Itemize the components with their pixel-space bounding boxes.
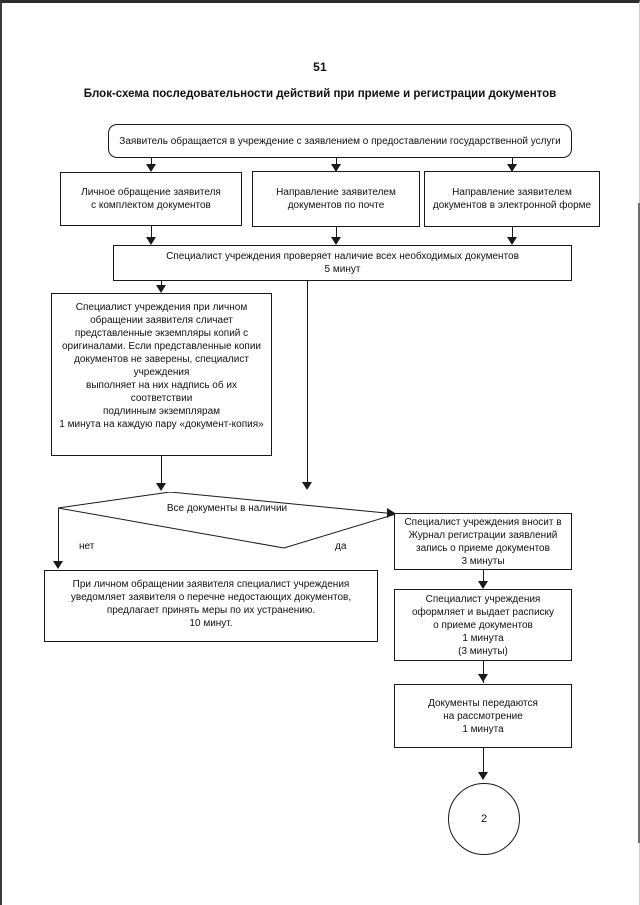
node-check-documents-label: Специалист учреждения проверяет наличие … (166, 251, 519, 275)
node-register-journal-label: Специалист учреждения вносит в Журнал ре… (404, 516, 562, 567)
page-number: 51 (313, 60, 327, 74)
edge-personal-to-check-arrow (146, 237, 156, 245)
edge-check-to-decision-arrow (302, 482, 312, 490)
page-title: Блок-схема последовательности действий п… (83, 88, 557, 100)
node-channel-electronic: Направление заявителем документов в элек… (424, 171, 600, 227)
node-register-journal: Специалист учреждения вносит в Журнал ре… (394, 513, 572, 570)
edge-start-to-personal-arrow (146, 164, 156, 172)
node-issue-receipt-label: Специалист учреждения оформляет и выдает… (411, 593, 555, 657)
edge-check-to-compare-line (161, 281, 162, 288)
edge-personal-to-check-line (151, 226, 152, 240)
edge-start-to-electronic-line (512, 158, 513, 166)
edge-electronic-to-check-arrow (507, 237, 517, 245)
edge-compare-to-decision-line (161, 456, 162, 486)
node-transfer-documents-label: Документы передаются на рассмотрение 1 м… (428, 697, 538, 735)
edge-start-to-personal-line (151, 158, 152, 166)
edge-mail-to-check-line (336, 227, 337, 240)
edge-electronic-to-check-line (512, 227, 513, 240)
node-compare-copies-label: Специалист учреждения при личном обращен… (59, 302, 264, 430)
node-issue-receipt: Специалист учреждения оформляет и выдает… (394, 589, 572, 661)
edge-transfer-to-connector-line (483, 748, 484, 779)
edge-check-to-decision-line (307, 281, 308, 485)
edge-transfer-to-connector-arrow (478, 772, 488, 780)
edge-decision-no-arrow (53, 561, 63, 569)
edge-check-to-compare-arrow (156, 285, 166, 293)
node-connector-next-label: 2 (480, 813, 488, 825)
edge-receipt-to-transfer-line (483, 661, 484, 683)
node-channel-personal: Личное обращение заявителя с комплектом … (60, 172, 242, 226)
node-transfer-documents: Документы передаются на рассмотрение 1 м… (394, 684, 572, 748)
node-start: Заявитель обращается в учреждение с заяв… (108, 124, 572, 158)
edge-label-no: нет (79, 541, 95, 552)
node-decision-all-documents (58, 492, 396, 550)
node-channel-mail-label: Направление заявителем документов по поч… (276, 187, 396, 211)
node-notify-missing-label: При личном обращении заявителя специалис… (70, 579, 352, 629)
edge-compare-to-decision-arrow (156, 483, 166, 491)
node-notify-missing: При личном обращении заявителя специалис… (44, 570, 378, 642)
edge-mail-to-check-arrow (331, 237, 341, 245)
edge-decision-yes-arrow (387, 508, 395, 518)
node-channel-electronic-label: Направление заявителем документов в элек… (432, 187, 592, 211)
edge-decision-no-line (58, 508, 59, 564)
node-start-label: Заявитель обращается в учреждение с заяв… (119, 135, 561, 147)
edge-start-to-mail-line (336, 158, 337, 166)
node-channel-personal-label: Личное обращение заявителя с комплектом … (81, 187, 221, 211)
edge-start-to-electronic-arrow (507, 164, 517, 172)
edge-label-yes: да (335, 541, 347, 552)
edge-receipt-to-transfer-arrow (478, 674, 488, 682)
node-channel-mail: Направление заявителем документов по поч… (252, 171, 420, 227)
node-compare-copies: Специалист учреждения при личном обращен… (51, 293, 272, 456)
edge-register-to-receipt-arrow (478, 581, 488, 589)
edge-start-to-mail-arrow (331, 164, 341, 172)
node-connector-next: 2 (448, 783, 520, 855)
edge-register-to-receipt-line (483, 570, 484, 586)
node-decision-all-documents-label: Все документы в наличии (166, 503, 288, 514)
node-check-documents: Специалист учреждения проверяет наличие … (113, 245, 572, 281)
